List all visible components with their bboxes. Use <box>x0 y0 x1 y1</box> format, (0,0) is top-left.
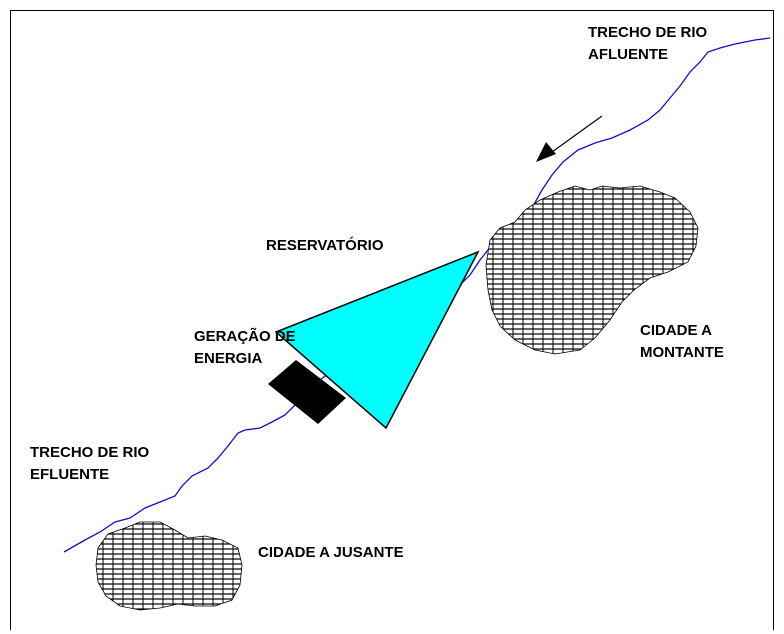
label-city-upstream: CIDADE A MONTANTE <box>640 320 724 364</box>
label-city-upstream-line2: MONTANTE <box>640 344 724 361</box>
label-reservoir: RESERVATÓRIO <box>266 237 384 254</box>
label-river-out-line2: EFLUENTE <box>30 466 110 483</box>
label-river-in-line1: TRECHO DE RIO <box>588 24 708 41</box>
label-generation-line2: ENERGIA <box>194 350 263 367</box>
label-city-downstream: CIDADE A JUSANTE <box>258 544 404 561</box>
city-downstream <box>95 521 243 611</box>
label-river-out: TRECHO DE RIO EFLUENTE <box>30 442 149 486</box>
label-generation: GERAÇÃO DE ENERGIA <box>194 326 296 370</box>
generation-block <box>268 360 346 424</box>
flow-arrow-shaft <box>551 115 603 153</box>
label-river-in: TRECHO DE RIO AFLUENTE <box>588 22 707 66</box>
label-city-upstream-line1: CIDADE A <box>640 322 712 339</box>
reservoir-triangle <box>274 250 480 430</box>
label-generation-line1: GERAÇÃO DE <box>194 328 296 345</box>
label-river-in-line2: AFLUENTE <box>588 46 668 63</box>
label-river-out-line1: TRECHO DE RIO <box>30 444 150 461</box>
flow-arrow-head <box>536 142 556 162</box>
city-upstream <box>485 185 699 355</box>
